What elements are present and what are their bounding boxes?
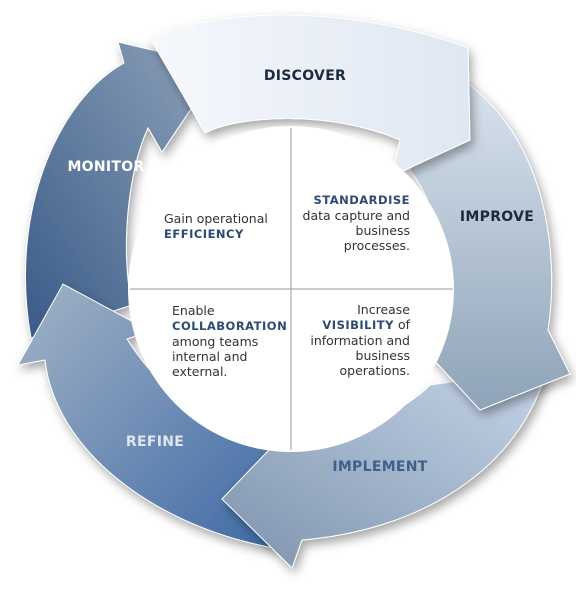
segment-monitor <box>24 41 221 339</box>
quadrant-efficiency-emph: EFFICIENCY <box>164 227 244 241</box>
quadrant-efficiency: Gain operational EFFICIENCY <box>164 211 286 242</box>
quadrant-collaboration: Enable COLLABORATION among teams interna… <box>172 303 290 379</box>
quadrant-collaboration-emph: COLLABORATION <box>172 319 288 333</box>
stage-label-discover: DISCOVER <box>264 68 346 84</box>
quadrant-visibility-emph: VISIBILITY <box>322 318 394 332</box>
quadrant-visibility-post: information and business operations. <box>310 333 410 378</box>
quadrant-collaboration-post: among teams internal and external. <box>172 334 259 379</box>
stage-label-improve: IMPROVE <box>460 209 534 225</box>
quadrant-visibility: Increase VISIBILITY of information and b… <box>292 302 410 378</box>
stage-label-refine: REFINE <box>126 434 184 450</box>
stage-label-implement: IMPLEMENT <box>332 459 427 475</box>
quadrant-visibility-pre: Increase <box>357 302 410 317</box>
quadrant-standardise-post: data capture and business processes. <box>302 208 410 253</box>
stage-label-monitor: MONITOR <box>67 159 144 175</box>
quadrant-visibility-emph-suffix: of <box>393 317 410 332</box>
segment-discover <box>149 14 471 177</box>
quadrant-standardise: STANDARDISE data capture and business pr… <box>296 192 410 253</box>
quadrant-standardise-emph: STANDARDISE <box>313 193 410 207</box>
quadrant-efficiency-pre: Gain operational <box>164 211 268 226</box>
quadrant-collaboration-pre: Enable <box>172 303 215 318</box>
